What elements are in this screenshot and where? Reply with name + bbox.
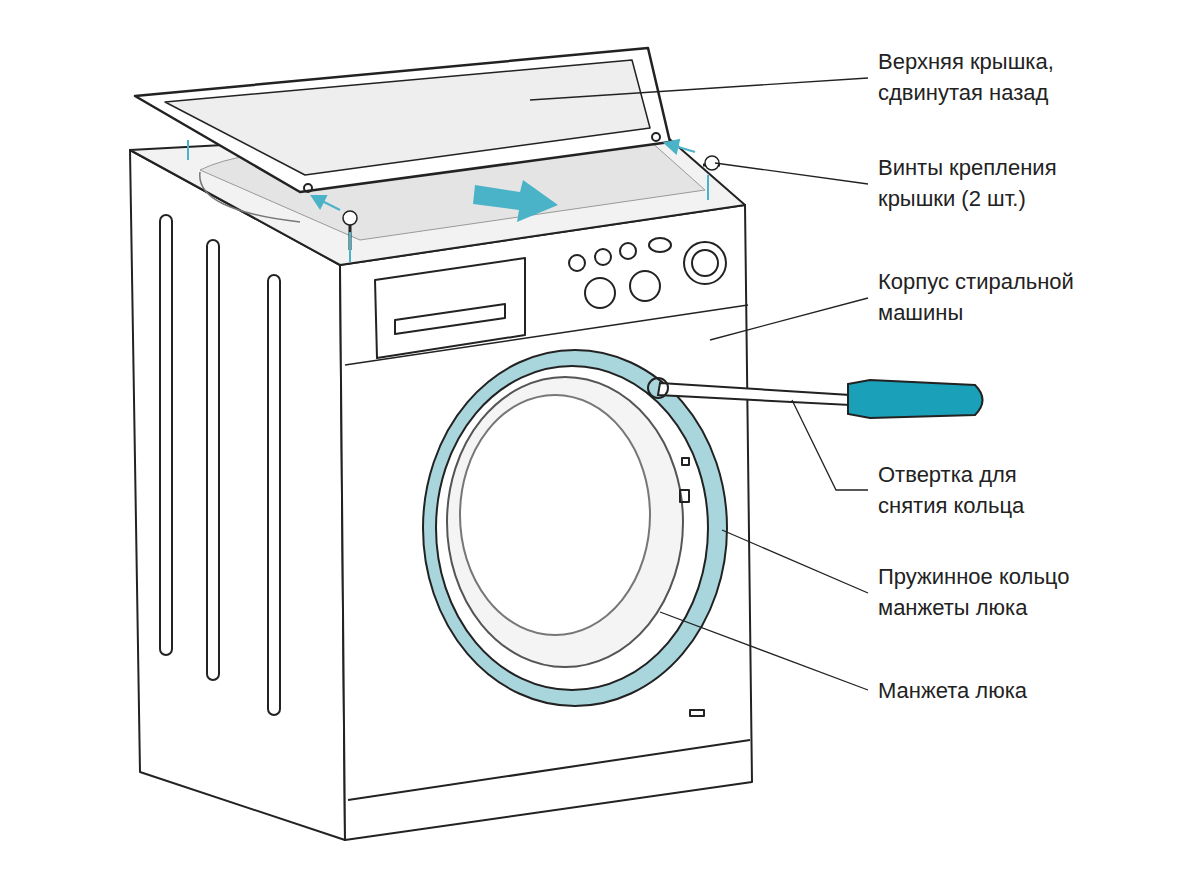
button — [595, 249, 611, 265]
front-panel — [340, 205, 752, 840]
callout-label: Корпус стиральной машины — [878, 266, 1118, 328]
program-knob — [684, 242, 726, 284]
leader-line — [660, 612, 868, 690]
screwdriver-shaft — [658, 383, 850, 405]
leader-line — [792, 400, 868, 490]
program-knob — [692, 250, 718, 276]
button — [630, 271, 660, 301]
leader-line — [530, 78, 868, 100]
callout-label: Верхняя крышка, сдвинутая назад — [878, 46, 1118, 108]
callout-label: Пружинное кольцо манжеты люка — [878, 561, 1118, 623]
top-lid — [135, 48, 670, 192]
service-slot — [690, 710, 704, 716]
top-lid-panel — [165, 60, 650, 175]
callout-label: Отвертка для снятия кольца — [878, 459, 1058, 521]
lid-hole — [652, 133, 660, 141]
door-glass — [447, 377, 683, 667]
door-latch — [680, 490, 689, 502]
side-panel — [130, 150, 345, 840]
guide-line — [349, 232, 351, 262]
button — [585, 278, 615, 308]
leader-line — [722, 530, 868, 593]
leader-line — [715, 163, 868, 184]
button — [569, 255, 585, 271]
callout-label: Манжета люка — [878, 675, 1118, 706]
screwdriver-handle — [848, 380, 983, 418]
lid-hole — [304, 184, 312, 192]
button — [620, 243, 636, 259]
side-groove — [207, 240, 219, 680]
drawer-handle — [395, 304, 505, 334]
door-ring-inner — [436, 366, 708, 690]
arrow-head — [665, 140, 679, 153]
side-groove — [268, 275, 280, 715]
slide-arrow — [473, 180, 558, 222]
screwdriver — [648, 378, 983, 418]
machine-body — [130, 48, 752, 840]
teal-arrows — [188, 140, 708, 262]
guide-line — [187, 140, 189, 160]
dispenser-drawer — [375, 258, 525, 358]
callout-label: Винты крепления крышки (2 шт.) — [878, 152, 1118, 214]
button — [649, 238, 671, 252]
door-latch — [682, 458, 689, 465]
bottom-line — [348, 740, 750, 800]
screwdriver-tip — [648, 378, 668, 398]
screw-head — [343, 211, 357, 225]
arrow-head — [312, 196, 326, 208]
door-cuff — [423, 350, 727, 706]
side-groove — [160, 215, 172, 655]
screws — [343, 156, 720, 250]
leader-lines — [530, 78, 868, 690]
drum-opening — [460, 395, 650, 635]
guide-line — [707, 175, 709, 200]
leader-line — [710, 298, 868, 340]
